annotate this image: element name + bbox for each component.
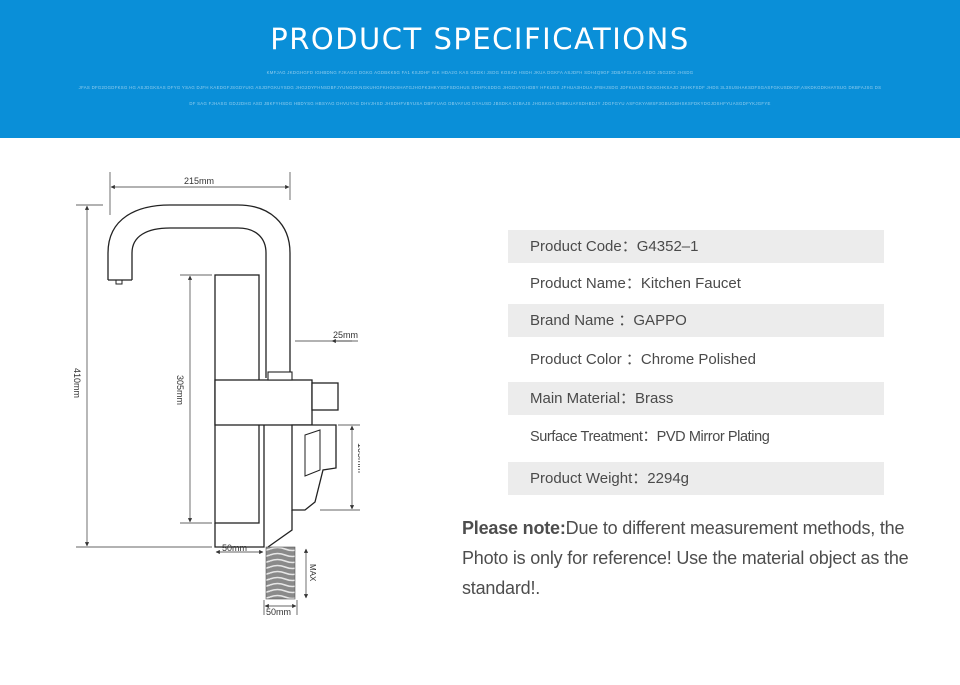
spec-row-surface-treatment: Surface Treatment：PVD Mirror Plating [508, 421, 884, 454]
dim-spout-label: 25mm [333, 330, 358, 340]
spec-separator: ： [632, 470, 648, 487]
spec-label: Product Color [530, 351, 626, 368]
spec-value: Brass [635, 390, 674, 407]
spec-separator: ： [621, 238, 637, 255]
spec-row-product-weight: Product Weight：2294g [508, 462, 884, 495]
spec-label: Brand Name [530, 312, 619, 329]
dim-base-width-label: 50mm [222, 543, 247, 553]
dim-body-height-label: 305mm [175, 375, 185, 405]
spec-label: Product Name [530, 275, 626, 292]
spec-value: Chrome Polished [640, 351, 756, 368]
header-banner: PRODUCT SPECIFICATIONS KMFJAG JKDGHGFD I… [0, 0, 960, 138]
spec-label: Product Weight [530, 470, 633, 487]
spec-row-product-code: Product Code：G4352–1 [508, 230, 884, 263]
disclaimer-note: Please note:Due to different measurement… [462, 513, 942, 603]
dim-width-label: 215mm [184, 176, 214, 186]
spec-row-main-material: Main Material：Brass [508, 382, 884, 415]
spec-value: PVD Mirror Plating [656, 429, 770, 445]
spec-label: Product Code [530, 238, 622, 255]
faucet-dimension-diagram: 215mm 410mm 305mm 25mm 105mm 50mm MAX 50… [72, 172, 360, 617]
page-title: PRODUCT SPECIFICATIONS [270, 22, 690, 56]
dim-handle-height-label: 105mm [356, 443, 360, 473]
spec-value: Kitchen Faucet [640, 275, 741, 292]
faucet-handle [291, 424, 337, 511]
faucet-base [214, 425, 293, 548]
faucet-collar [214, 379, 313, 426]
spec-separator: ： [642, 429, 657, 445]
dim-total-height-label: 410mm [72, 368, 82, 398]
spec-label: Surface Treatment [530, 429, 643, 445]
spec-row-brand-name: Brand Name ：GAPPO [508, 304, 884, 337]
faucet-handle-block [311, 382, 339, 411]
spec-separator: ： [625, 351, 641, 368]
spec-value: GAPPO [633, 312, 687, 329]
note-text: Due to different measurement methods, th… [462, 518, 909, 598]
banner-filler-text-3: DF SAG FJHASG GDJ2DHG ASD JBKFYHSDG HBDY… [189, 101, 771, 106]
spec-separator: ： [625, 275, 641, 292]
faucet-spout-inner [131, 227, 267, 378]
spec-separator: ： [618, 312, 634, 329]
faucet-spout [107, 204, 291, 378]
spec-row-product-name: Product Name：Kitchen Faucet [508, 267, 884, 300]
spout-aerator [115, 279, 123, 285]
banner-filler-text-2: JFAS DFG2DGDFKSG HG ASJDGKSAS DFYG YSAG … [78, 85, 882, 90]
spec-value: G4352–1 [636, 238, 699, 255]
spec-label: Main Material [530, 390, 621, 407]
spec-separator: ： [620, 390, 636, 407]
spec-value: 2294g [647, 470, 690, 487]
banner-filler-text-1: KMFJAG JKDGHGFD IGHBDNG FJKAGG DGKG AGDB… [266, 70, 694, 75]
supply-hose [265, 546, 296, 600]
note-lead: Please note: [462, 518, 566, 538]
spec-row-product-color: Product Color ：Chrome Polished [508, 343, 884, 376]
dim-hose-width-label: 50mm [266, 607, 291, 617]
dim-max-label: MAX [308, 564, 317, 582]
